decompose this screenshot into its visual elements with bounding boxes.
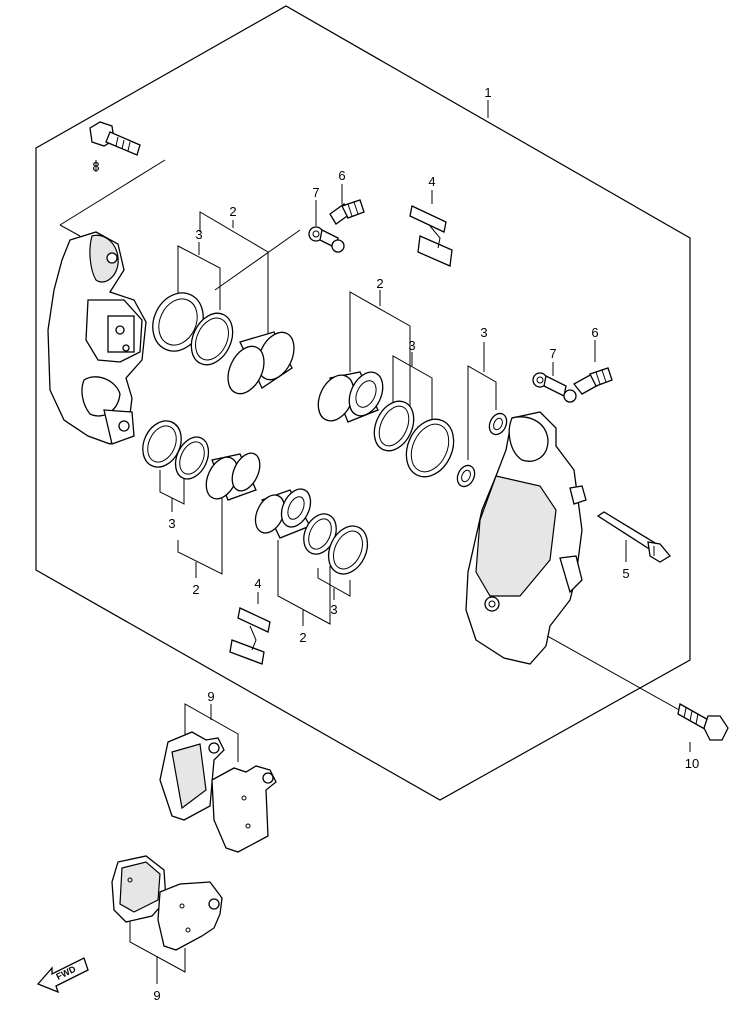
seal-ring-lower-2	[174, 436, 210, 480]
seal-ring-lower-4	[327, 525, 369, 575]
seal-ring-upper-2	[190, 312, 234, 366]
brake-pad-9-upper-b	[211, 765, 277, 853]
callout-7a: 7	[312, 185, 319, 200]
bolt-8	[89, 121, 141, 156]
bleeder-cap-7-right	[532, 372, 577, 403]
callout-4b: 4	[254, 576, 261, 591]
brake-pad-9-lower-a	[111, 855, 167, 923]
callout-3c: 3	[480, 325, 487, 340]
callout-3b: 3	[408, 338, 415, 353]
piston-upper-middle	[317, 371, 384, 423]
callout-7b: 7	[549, 346, 556, 361]
leader-lines	[59, 100, 691, 984]
bleeder-valve-6-top	[329, 199, 365, 225]
pad-pin-5	[596, 511, 671, 563]
bleeder-cap-7-top	[308, 226, 345, 253]
callout-9a: 9	[207, 689, 214, 704]
callout-2d: 2	[299, 630, 306, 645]
callout-3d: 3	[168, 516, 175, 531]
brake-pad-9-lower-b	[157, 881, 223, 951]
callout-labels: 1 8 2 3 7 6 4 2 3 3 7 6 3 2 4 3 2 5 10 9…	[92, 85, 699, 1003]
callout-4a: 4	[428, 174, 435, 189]
seal-ring-lower-3	[303, 513, 337, 555]
callout-6b: 6	[591, 325, 598, 340]
callout-3e: 3	[330, 602, 337, 617]
small-seal-lower-right	[456, 464, 476, 488]
bleeder-valve-6-right	[573, 367, 613, 395]
brake-pad-9-upper-a	[159, 731, 225, 821]
callout-6a: 6	[338, 168, 345, 183]
seal-ring-middle-2	[405, 418, 455, 478]
caliper-right-half	[465, 411, 587, 665]
callout-5: 5	[622, 566, 629, 581]
pad-spring-4-top	[409, 205, 453, 267]
piston-lower-middle	[254, 488, 312, 539]
bolt-10	[677, 702, 729, 741]
caliper-left-half	[47, 231, 147, 445]
fwd-arrow-icon: FWD	[36, 957, 89, 994]
seal-ring-middle-1	[373, 400, 415, 452]
piston-lower-left	[205, 452, 261, 501]
assembly-outline	[35, 5, 691, 801]
piston-upper-left	[227, 331, 295, 395]
small-seal-upper-right	[488, 412, 508, 436]
callout-10: 10	[685, 756, 699, 771]
callout-3a: 3	[195, 227, 202, 242]
callout-8: 8	[92, 159, 99, 174]
callout-9b: 9	[153, 988, 160, 1003]
callout-2b: 2	[376, 276, 383, 291]
pad-spring-4-lower	[229, 607, 271, 665]
callout-2a: 2	[229, 204, 236, 219]
callout-1: 1	[484, 85, 491, 100]
callout-2c: 2	[192, 582, 199, 597]
